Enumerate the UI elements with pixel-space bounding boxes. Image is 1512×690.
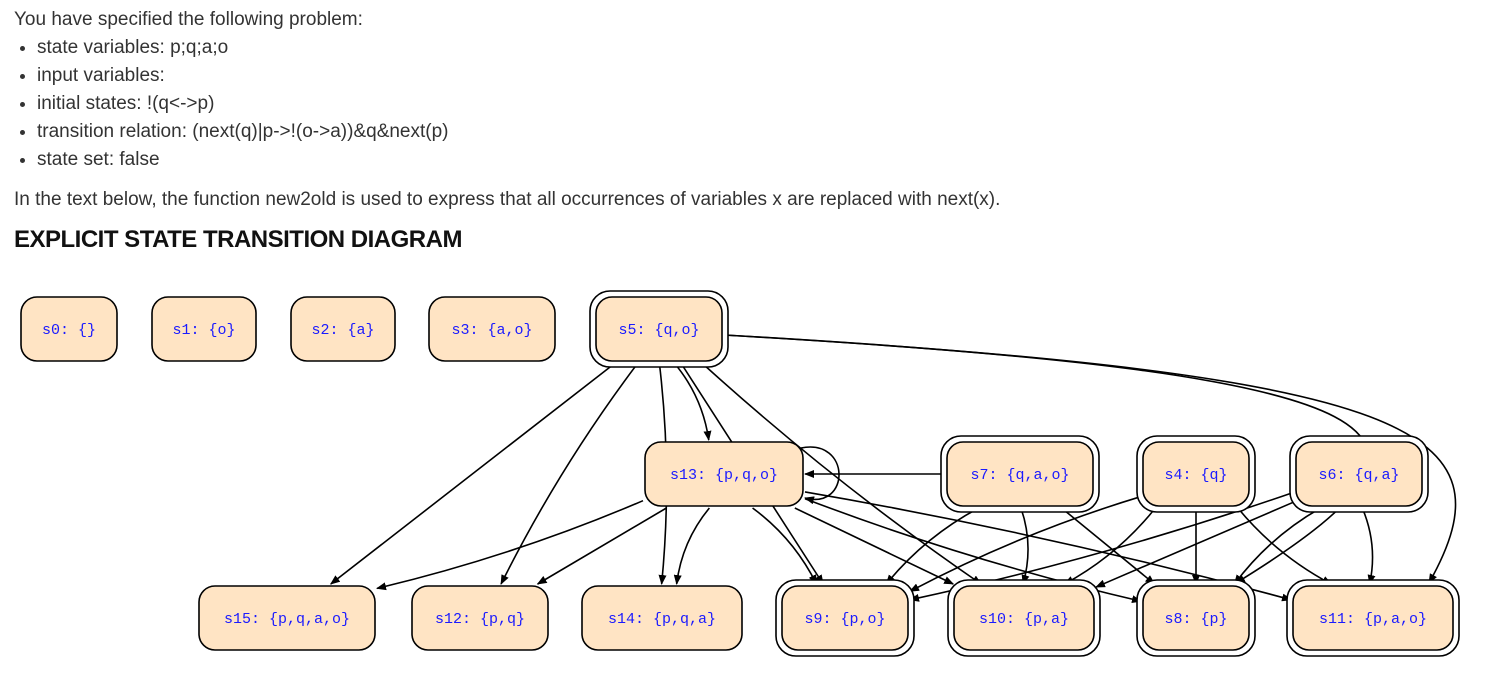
state-node-s6: s6: {q,a} xyxy=(1289,435,1429,513)
state-box xyxy=(781,585,909,651)
state-node-s11: s11: {p,a,o} xyxy=(1286,579,1460,657)
state-label: s8: {p} xyxy=(1164,611,1227,628)
state-box xyxy=(1295,441,1423,507)
transition-edge xyxy=(376,499,644,591)
problem-item-state-variables: state variables: p;q;a;o xyxy=(37,34,449,62)
transition-edge xyxy=(673,362,712,441)
state-node-s12: s12: {p,q} xyxy=(411,585,549,651)
state-node-s7: s7: {q,a,o} xyxy=(940,435,1100,513)
state-label: s5: {q,o} xyxy=(618,322,699,339)
state-label: s0: {} xyxy=(42,322,96,339)
state-node-s2: s2: {a} xyxy=(290,296,396,362)
problem-item-transition-relation: transition relation: (next(q)|p->!(o->a)… xyxy=(37,118,449,146)
state-box xyxy=(411,585,549,651)
state-node-s13: s13: {p,q,o} xyxy=(644,441,804,507)
state-box xyxy=(1292,585,1454,651)
transition-edge xyxy=(701,362,982,585)
transition-edge xyxy=(500,362,639,585)
state-label: s3: {a,o} xyxy=(451,322,532,339)
state-box xyxy=(595,296,723,362)
problem-list: state variables: p;q;a;o input variables… xyxy=(14,34,449,174)
state-node-s15: s15: {p,q,a,o} xyxy=(198,585,376,651)
transition-edge xyxy=(1095,501,1295,588)
transition-edge xyxy=(909,495,1142,593)
state-box xyxy=(1142,441,1250,507)
state-label: s6: {q,a} xyxy=(1318,467,1399,484)
problem-item-initial-states: initial states: !(q<->p) xyxy=(37,90,449,118)
transition-edge xyxy=(329,362,616,585)
transition-edge xyxy=(1020,507,1030,585)
state-node-s0: s0: {} xyxy=(20,296,118,362)
state-box xyxy=(428,296,556,362)
transition-edge xyxy=(1237,507,1333,585)
state-box xyxy=(581,585,743,651)
state-node-s8: s8: {p} xyxy=(1136,579,1256,657)
explanation-text: In the text below, the function new2old … xyxy=(14,189,1001,210)
state-label: s14: {p,q,a} xyxy=(608,611,716,628)
state-box xyxy=(1142,585,1250,651)
transition-edge xyxy=(885,507,980,585)
problem-description: You have specified the following problem… xyxy=(14,6,449,174)
state-node-s4: s4: {q} xyxy=(1136,435,1256,513)
section-heading: EXPLICIT STATE TRANSITION DIAGRAM xyxy=(14,226,462,253)
transition-edge xyxy=(723,334,1457,584)
transition-edge xyxy=(1361,507,1376,585)
transition-edge xyxy=(673,507,710,585)
state-label: s11: {p,a,o} xyxy=(1319,611,1427,628)
transition-edge xyxy=(1061,507,1156,585)
state-box xyxy=(198,585,376,651)
transition-edge xyxy=(1063,507,1157,585)
state-label: s15: {p,q,a,o} xyxy=(224,611,350,628)
state-box xyxy=(151,296,257,362)
problem-item-input-variables: input variables: xyxy=(37,62,449,90)
state-node-s9: s9: {p,o} xyxy=(775,579,915,657)
problem-item-state-set: state set: false xyxy=(37,146,449,174)
transition-edge xyxy=(536,507,667,585)
state-node-s10: s10: {p,a} xyxy=(947,579,1101,657)
state-node-s14: s14: {p,q,a} xyxy=(581,585,743,651)
state-label: s2: {a} xyxy=(311,322,374,339)
state-node-s1: s1: {o} xyxy=(151,296,257,362)
state-label: s1: {o} xyxy=(172,322,235,339)
state-box xyxy=(20,296,118,362)
transition-edge xyxy=(752,507,818,585)
state-label: s7: {q,a,o} xyxy=(970,467,1069,484)
transition-edge xyxy=(1233,507,1321,585)
state-label: s10: {p,a} xyxy=(979,611,1069,628)
state-label: s4: {q} xyxy=(1164,467,1227,484)
transition-edge xyxy=(794,507,955,585)
transition-edges xyxy=(329,334,1457,604)
state-label: s9: {p,o} xyxy=(804,611,885,628)
state-label: s13: {p,q,o} xyxy=(670,467,778,484)
state-node-s5: s5: {q,o} xyxy=(589,290,729,368)
state-box xyxy=(644,441,804,507)
state-label: s12: {p,q} xyxy=(435,611,525,628)
state-box xyxy=(946,441,1094,507)
state-box xyxy=(953,585,1095,651)
intro-text: You have specified the following problem… xyxy=(14,9,363,30)
state-nodes: s0: {} s1: {o} s2: {a} s3: {a,o} s5: {q,o} s1… xyxy=(20,290,1460,657)
state-box xyxy=(290,296,396,362)
state-node-s3: s3: {a,o} xyxy=(428,296,556,362)
